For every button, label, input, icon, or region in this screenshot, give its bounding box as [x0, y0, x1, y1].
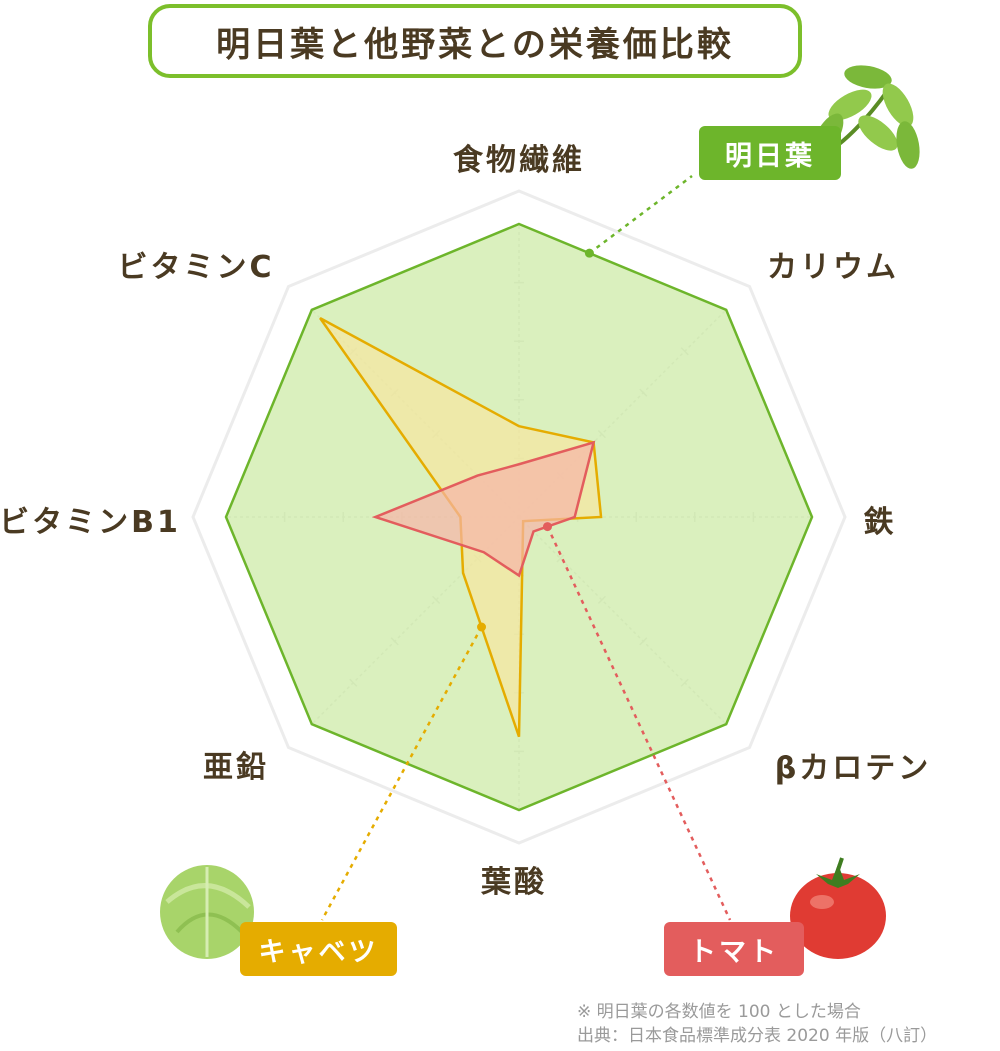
axis-label-folate: 葉酸: [480, 865, 547, 900]
leaf-blade: [882, 83, 914, 127]
leader-cabbage-dot: [477, 622, 487, 632]
axis-label-vitamin-b1: ビタミンB1: [0, 505, 181, 540]
leaf-blade: [858, 115, 898, 151]
axis-label-iron: 鉄: [864, 505, 897, 540]
leaf-blade: [844, 65, 892, 89]
leader-lines: [320, 175, 732, 921]
legend-tag-tomato: トマト: [664, 922, 804, 976]
tomato-highlight: [810, 895, 834, 909]
title-box: 明日葉と他野菜との栄養価比較: [148, 4, 802, 78]
tomato-calyx: [816, 864, 860, 888]
leaf-blade: [896, 121, 920, 169]
leader-ashitaba: [588, 175, 693, 255]
axis-label-zinc: 亜鉛: [203, 750, 269, 785]
footnote-line-2: 出典：日本食品標準成分表 2020 年版（八訂）: [577, 1026, 938, 1046]
leader-ashitaba-dot: [584, 248, 594, 258]
leader-tomato-dot: [542, 522, 552, 532]
radar-outer-frame: [191, 189, 847, 845]
cabbage-icon: [160, 865, 254, 959]
legend-tag-cabbage: キャベツ: [240, 922, 397, 976]
legend-label-cabbage: キャベツ: [258, 936, 379, 968]
axis-label-beta-carotene: βカロテン: [775, 751, 931, 786]
footnote: ※ 明日葉の各数値を 100 とした場合 出典：日本食品標準成分表 2020 年…: [577, 1000, 937, 1048]
leaf-blade: [828, 89, 872, 121]
series-icons: [160, 65, 920, 959]
tomato-icon: [790, 857, 886, 959]
radar-series-cabbage: [319, 317, 603, 738]
tomato-stem: [836, 857, 844, 871]
leader-tomato: [546, 526, 732, 921]
legend-label-tomato: トマト: [689, 936, 779, 968]
radar-series: [224, 222, 814, 812]
tomato-body: [790, 873, 886, 959]
chart-title: 明日葉と他野菜との栄養価比較: [216, 24, 734, 65]
footnote-line-1: ※ 明日葉の各数値を 100 とした場合: [577, 1002, 861, 1022]
axis-label-fiber: 食物繊維: [453, 143, 585, 178]
axis-label-vitamin-c: ビタミンC: [117, 250, 274, 285]
legend-tag-ashitaba: 明日葉: [699, 126, 841, 180]
ashitaba-leaf-icon: [812, 65, 920, 169]
axis-label-potassium: カリウム: [767, 250, 899, 285]
radar-series-tomato: [371, 440, 596, 578]
leader-cabbage: [320, 626, 483, 921]
legend-label-ashitaba: 明日葉: [725, 140, 815, 172]
